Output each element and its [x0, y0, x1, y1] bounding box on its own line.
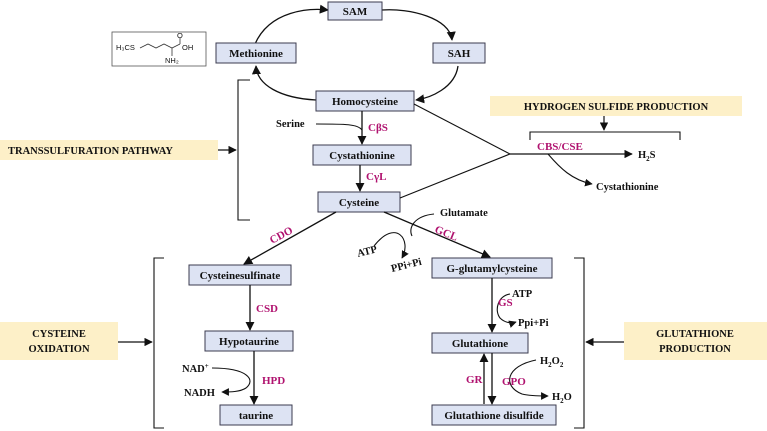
- node-cysteinesulfinate: Cysteinesulfinate: [188, 264, 292, 286]
- cysteine-oxidation-label-2: OXIDATION: [28, 344, 89, 355]
- enzyme-cbs-cse: CBS/CSE: [537, 141, 583, 153]
- glutathione-disulfide-label: Glutathione disulfide: [444, 410, 543, 422]
- cysteine-oxidation-label-1: CYSTEINE: [32, 329, 86, 340]
- arrow-cysteine-to-cysteinesulfinate: [243, 211, 337, 265]
- glutathione-production-label-2: PRODUCTION: [659, 344, 731, 355]
- g-glutamylcysteine-label: G-glutamylcysteine: [446, 263, 537, 275]
- h2s-label: H2S: [638, 150, 656, 163]
- arrow-nad-to-nadh: [211, 367, 251, 396]
- enzyme-csd: CSD: [256, 303, 278, 315]
- homocysteine-label: Homocysteine: [332, 96, 398, 108]
- arrow-cysteine-to-g-glutamylcysteine: [383, 211, 491, 258]
- cysteine-oxidation-bracket: [153, 257, 164, 429]
- h2s-bracket: [529, 131, 681, 140]
- cysteine-label: Cysteine: [339, 197, 379, 209]
- line-homocysteine-to-junction: [413, 103, 511, 155]
- enzyme-gr: GR: [466, 374, 484, 386]
- node-glutathione-disulfide: Glutathione disulfide: [431, 404, 557, 426]
- glutamate-label: Glutamate: [440, 208, 488, 219]
- glutathione-label: Glutathione: [452, 338, 508, 350]
- arrow-methionine-to-sam: [254, 4, 329, 45]
- atp-label-left: ATP: [356, 244, 379, 260]
- arrow-sam-to-sah: [381, 9, 456, 41]
- cystathionine-output-label: Cystathionine: [596, 182, 659, 193]
- arrow-atp-to-ppi: [373, 232, 409, 259]
- structure-oh-label: OH: [182, 43, 193, 52]
- ppi-gs-label: Ppi+Pi: [518, 318, 549, 329]
- line-cysteine-to-junction: [399, 153, 511, 199]
- node-sam: SAM: [327, 1, 383, 21]
- enzyme-gpo: GPO: [502, 376, 526, 388]
- methionine-structure: H₃CS OH O NH₂: [111, 31, 207, 67]
- methionine-label: Methionine: [229, 48, 283, 60]
- enzyme-cgl: CγL: [366, 171, 386, 183]
- enzyme-gs: GS: [498, 297, 513, 309]
- node-glutathione: Glutathione: [431, 332, 529, 354]
- atp-gs-label: ATP: [512, 289, 533, 300]
- node-hypotaurine: Hypotaurine: [204, 330, 294, 352]
- structure-h3cs-label: H₃CS: [116, 43, 135, 52]
- category-cysteine-oxidation: CYSTEINE OXIDATION: [0, 322, 118, 360]
- arrow-sah-to-homocysteine: [415, 65, 459, 104]
- transsulfuration-bracket: [237, 79, 250, 221]
- node-homocysteine: Homocysteine: [315, 90, 415, 112]
- glutathione-production-label-1: GLUTATHIONE: [656, 329, 734, 340]
- arrow-h2o2-to-h2o: [509, 359, 549, 400]
- arrow-serine-in: [315, 123, 363, 131]
- enzyme-gcl: GCL: [433, 224, 460, 244]
- cystathionine-label: Cystathionine: [329, 150, 395, 162]
- node-methionine: Methionine: [215, 42, 297, 64]
- glutathione-bracket: [574, 257, 585, 429]
- category-glutathione-production: GLUTATHIONE PRODUCTION: [624, 322, 767, 360]
- h2o-label: H2O: [552, 392, 572, 405]
- serine-label: Serine: [276, 119, 305, 130]
- enzyme-hpd: HPD: [262, 375, 285, 387]
- enzyme-cbs: CβS: [368, 122, 388, 134]
- ppi-label-left: PPi+Pi: [390, 257, 423, 275]
- arrow-homocysteine-to-methionine: [251, 65, 317, 101]
- arrow-glutamate-in: [410, 213, 435, 237]
- arrow-junction-to-cystathionine: [547, 153, 593, 187]
- node-cysteine: Cysteine: [317, 191, 401, 213]
- cysteinesulfinate-label: Cysteinesulfinate: [200, 270, 281, 282]
- h2o2-label: H2O2: [540, 356, 564, 369]
- node-g-glutamylcysteine: G-glutamylcysteine: [431, 257, 553, 279]
- node-taurine: taurine: [219, 404, 293, 426]
- structure-nh2-label: NH₂: [165, 56, 179, 65]
- node-sah: SAH: [432, 42, 486, 64]
- structure-o-label: O: [177, 31, 183, 40]
- node-cystathionine: Cystathionine: [312, 144, 412, 166]
- nad-plus-label: NAD+: [182, 362, 209, 375]
- transsulfuration-label: TRANSSULFURATION PATHWAY: [8, 146, 173, 157]
- sah-label: SAH: [448, 48, 471, 60]
- category-hydrogen-sulfide: HYDROGEN SULFIDE PRODUCTION: [490, 96, 742, 116]
- hydrogen-sulfide-label: HYDROGEN SULFIDE PRODUCTION: [524, 102, 709, 113]
- taurine-label: taurine: [239, 410, 273, 422]
- sam-label: SAM: [343, 6, 368, 18]
- hypotaurine-label: Hypotaurine: [219, 336, 279, 348]
- category-transsulfuration: TRANSSULFURATION PATHWAY: [0, 140, 218, 160]
- nadh-label: NADH: [184, 388, 215, 399]
- arrow-atp-gs: [496, 293, 517, 328]
